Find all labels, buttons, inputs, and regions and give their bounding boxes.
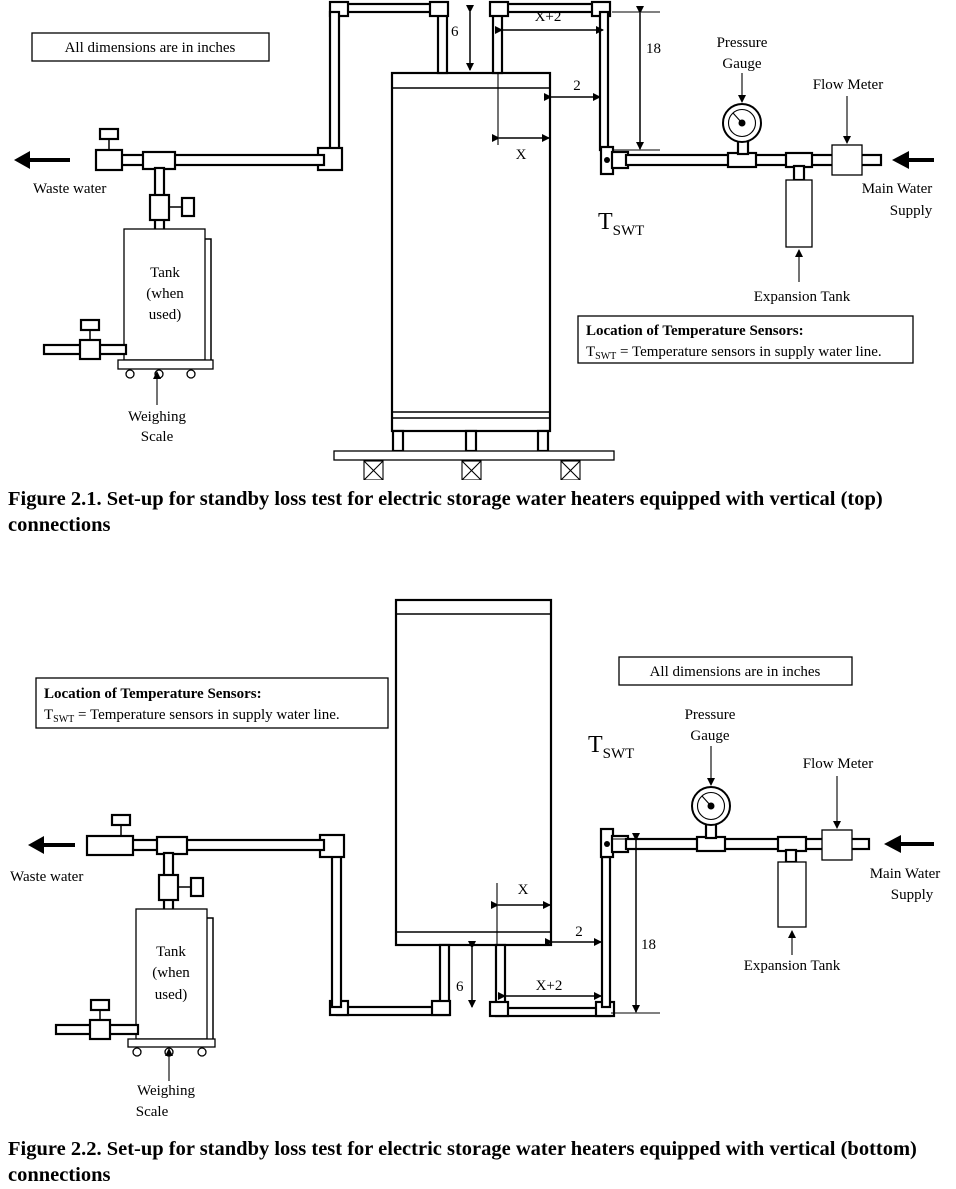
figure-2-1-diagram: All dimensions are in inches <box>14 0 934 480</box>
dim-x-plus-2: X+2 <box>535 9 562 25</box>
collection-tank <box>42 228 214 379</box>
expansion-tank-label: Expansion Tank <box>744 958 841 974</box>
main-water-supply-label-1: Main Water <box>862 181 933 197</box>
main-water-supply-label-1: Main Water <box>870 866 941 882</box>
tank-label-1: Tank <box>150 265 180 281</box>
dimension-lines <box>468 833 660 1014</box>
tank-label-3: used) <box>149 307 182 323</box>
sensor-label-tswt: TSWT <box>588 732 634 762</box>
dim-2: 2 <box>573 78 581 94</box>
inlet-piping <box>488 0 934 248</box>
dimensions-note: All dimensions are in inches <box>618 656 853 686</box>
dim-18: 18 <box>641 937 656 953</box>
expansion-tank-label: Expansion Tank <box>754 289 851 305</box>
pressure-gauge-label-1: Pressure <box>717 35 768 51</box>
waste-water-label: Waste water <box>33 181 106 197</box>
main-water-supply-label-2: Supply <box>890 203 933 219</box>
dim-18: 18 <box>646 41 661 57</box>
sensor-legend-text: TSWT = Temperature sensors in supply wat… <box>44 707 340 725</box>
waste-water-label: Waste water <box>10 869 83 885</box>
weighing-scale-label-1: Weighing <box>137 1083 195 1099</box>
inlet-piping <box>488 786 934 1018</box>
sensor-legend-title: Location of Temperature Sensors: <box>586 323 804 339</box>
tank-label-3: used) <box>155 987 188 1003</box>
pressure-gauge-label-2: Gauge <box>690 728 729 744</box>
figure-2-2-caption: Figure 2.2. Set-up for standby loss test… <box>8 1138 917 1186</box>
weighing-scale-label-2: Scale <box>136 1104 169 1120</box>
sensor-legend-text: TSWT = Temperature sensors in supply wat… <box>586 344 882 362</box>
outlet-piping <box>14 0 450 233</box>
flow-meter-label: Flow Meter <box>803 756 873 772</box>
dim-x-plus-2: X+2 <box>536 978 563 994</box>
weighing-scale-label-2: Scale <box>141 429 174 445</box>
dim-6: 6 <box>451 24 459 40</box>
dim-2: 2 <box>575 924 583 940</box>
sensor-legend: Location of Temperature Sensors: TSWT = … <box>35 677 389 729</box>
water-heater <box>394 598 553 947</box>
figure-2-1-caption: Figure 2.1. Set-up for standby loss test… <box>8 488 883 536</box>
dimension-lines <box>466 5 660 151</box>
pressure-gauge-label-2: Gauge <box>722 56 761 72</box>
figure-2-2-diagram: All dimensions are in inches Location of… <box>10 598 941 1120</box>
dim-x: X <box>516 147 527 163</box>
pressure-gauge-label-1: Pressure <box>685 707 736 723</box>
dimensions-note-text: All dimensions are in inches <box>650 664 821 680</box>
sensor-label-tswt: TSWT <box>598 209 644 239</box>
dim-x: X <box>518 882 529 898</box>
dimensions-note: All dimensions are in inches <box>31 32 270 62</box>
sensor-legend-title: Location of Temperature Sensors: <box>44 686 262 702</box>
dimensions-note-text: All dimensions are in inches <box>65 40 236 56</box>
flow-meter-label: Flow Meter <box>813 77 883 93</box>
main-water-supply-label-2: Supply <box>891 887 934 903</box>
dim-6: 6 <box>456 979 464 995</box>
weighing-scale-label-1: Weighing <box>128 409 186 425</box>
sensor-legend: Location of Temperature Sensors: TSWT = … <box>577 315 914 364</box>
pallet <box>333 450 615 480</box>
collection-tank <box>54 908 216 1057</box>
water-heater <box>390 71 552 453</box>
outlet-piping <box>28 813 452 1017</box>
tank-label-2: (when <box>146 286 184 302</box>
tank-label-1: Tank <box>156 944 186 960</box>
tank-label-2: (when <box>152 965 190 981</box>
